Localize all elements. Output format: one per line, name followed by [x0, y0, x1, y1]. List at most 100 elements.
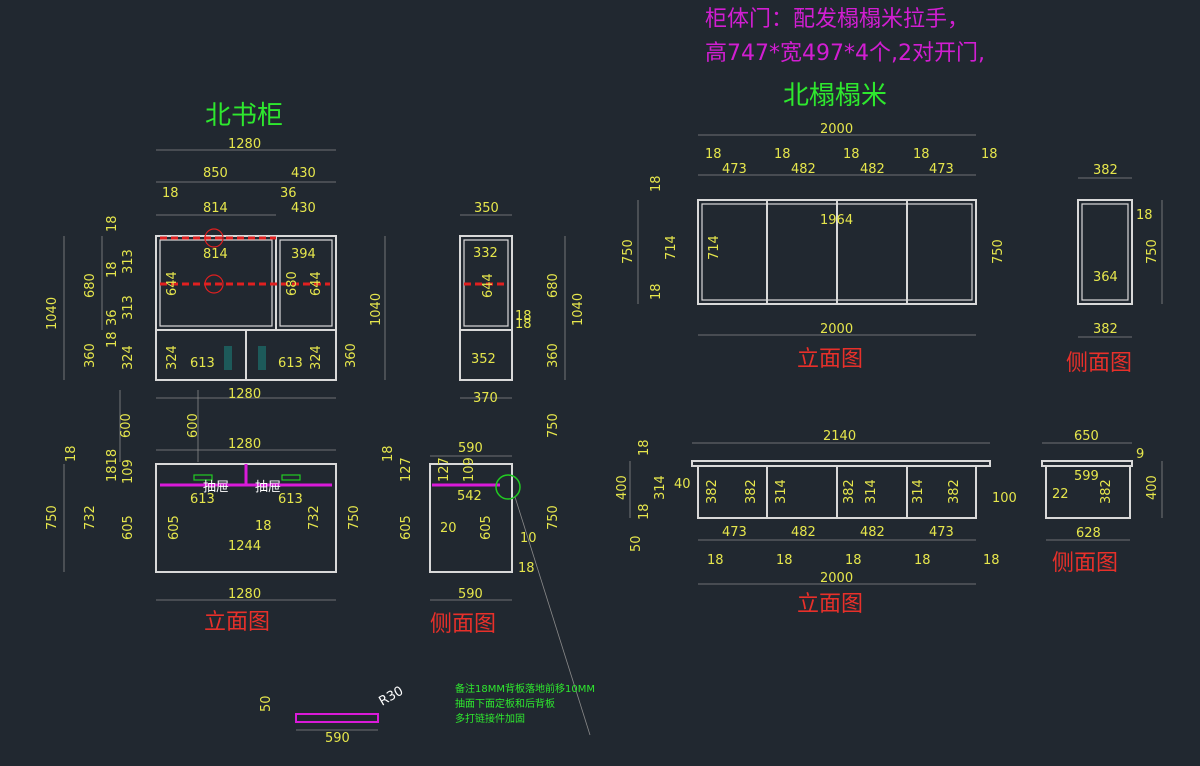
svg-text:750: 750: [45, 505, 60, 530]
svg-text:18: 18: [515, 317, 532, 332]
svg-text:473: 473: [722, 525, 747, 540]
svg-text:482: 482: [791, 162, 816, 177]
install-note: 备注18MM背板落地前移10MM 抽面下面定板和后背板 多打链接件加固: [455, 682, 595, 725]
svg-text:22: 22: [1052, 487, 1069, 502]
svg-text:50: 50: [259, 695, 274, 712]
svg-text:36: 36: [105, 309, 120, 326]
svg-text:18: 18: [105, 215, 120, 232]
svg-text:750: 750: [546, 413, 561, 438]
svg-text:18: 18: [105, 261, 120, 278]
svg-text:1280: 1280: [228, 437, 261, 452]
svg-text:20: 20: [440, 521, 457, 536]
svg-text:18: 18: [983, 553, 1000, 568]
drawer-label-left: 抽屉: [203, 480, 229, 495]
svg-text:750: 750: [347, 505, 362, 530]
svg-text:750: 750: [991, 239, 1006, 264]
svg-text:18: 18: [705, 147, 722, 162]
bookcase-lower-side-dims: 590 18 127 127 109 542 605 20 605 10 750…: [381, 441, 561, 602]
svg-text:605: 605: [399, 515, 414, 540]
svg-text:50: 50: [629, 535, 644, 552]
svg-text:313: 313: [121, 295, 136, 320]
svg-text:732: 732: [307, 505, 322, 530]
svg-text:680: 680: [546, 273, 561, 298]
svg-text:382: 382: [705, 479, 720, 504]
svg-text:36: 36: [280, 186, 297, 201]
svg-text:370: 370: [473, 391, 498, 406]
svg-text:600: 600: [119, 413, 134, 438]
label-tatami-base-side: 侧面图: [1052, 551, 1118, 576]
svg-text:1040: 1040: [45, 297, 60, 330]
svg-text:605: 605: [167, 515, 182, 540]
svg-text:650: 650: [1074, 429, 1099, 444]
svg-text:9: 9: [1136, 447, 1144, 462]
svg-text:590: 590: [325, 731, 350, 746]
svg-text:732: 732: [83, 505, 98, 530]
svg-text:1964: 1964: [820, 213, 853, 228]
svg-text:18: 18: [162, 186, 179, 201]
title-north-tatami: 北榻榻米: [783, 81, 887, 111]
svg-text:40: 40: [674, 477, 691, 492]
svg-text:613: 613: [278, 492, 303, 507]
svg-text:382: 382: [842, 479, 857, 504]
svg-text:599: 599: [1074, 469, 1099, 484]
svg-text:324: 324: [165, 345, 180, 370]
bookcase-lower-dims: 1280 18 1818 109 750 732 605 613 613 18 …: [45, 437, 362, 602]
svg-text:127: 127: [437, 457, 452, 482]
svg-text:18: 18: [381, 445, 396, 462]
tatami-base-side: [1041, 460, 1133, 519]
svg-text:542: 542: [457, 489, 482, 504]
svg-text:814: 814: [203, 201, 228, 216]
svg-text:18: 18: [707, 553, 724, 568]
tatami-side: [1077, 199, 1133, 305]
bookcase-lower-side: [429, 463, 591, 736]
svg-text:18: 18: [637, 439, 652, 456]
svg-text:352: 352: [471, 352, 496, 367]
tatami-base-elevation: [691, 460, 991, 519]
svg-text:473: 473: [929, 162, 954, 177]
svg-text:360: 360: [344, 343, 359, 368]
svg-text:100: 100: [992, 491, 1017, 506]
svg-text:18: 18: [105, 331, 120, 348]
svg-text:18: 18: [914, 553, 931, 568]
door-spec-line2: 高747*宽497*4个,2对开门,: [705, 41, 985, 66]
title-north-bookcase: 北书柜: [205, 101, 283, 131]
svg-text:1244: 1244: [228, 539, 261, 554]
svg-text:1280: 1280: [228, 387, 261, 402]
svg-text:605: 605: [121, 515, 136, 540]
label-bookcase-elevation: 立面图: [204, 610, 270, 635]
door-spec-line1: 柜体门：配发榻榻米拉手，: [705, 7, 969, 32]
svg-text:1040: 1040: [369, 293, 384, 326]
svg-text:430: 430: [291, 166, 316, 181]
tatami-side-dims: 382 18 750 364 382: [1078, 163, 1163, 338]
svg-text:482: 482: [860, 162, 885, 177]
svg-text:644: 644: [309, 271, 324, 296]
svg-text:644: 644: [165, 271, 180, 296]
svg-text:314: 314: [653, 475, 668, 500]
svg-text:1818: 1818: [105, 449, 120, 482]
svg-text:18: 18: [649, 283, 664, 300]
svg-text:382: 382: [947, 479, 962, 504]
svg-text:613: 613: [190, 356, 215, 371]
svg-text:313: 313: [121, 249, 136, 274]
svg-text:1280: 1280: [228, 587, 261, 602]
svg-text:680: 680: [285, 271, 300, 296]
svg-text:314: 314: [864, 479, 879, 504]
svg-text:18: 18: [913, 147, 930, 162]
svg-text:382: 382: [744, 479, 759, 504]
svg-text:抽面下面定板和后背板: 抽面下面定板和后背板: [455, 697, 555, 710]
svg-text:18: 18: [64, 445, 79, 462]
svg-text:850: 850: [203, 166, 228, 181]
svg-text:714: 714: [707, 235, 722, 260]
svg-text:备注18MM背板落地前移10MM: 备注18MM背板落地前移10MM: [455, 682, 595, 695]
svg-text:350: 350: [474, 201, 499, 216]
svg-text:814: 814: [203, 247, 228, 262]
svg-text:430: 430: [291, 201, 316, 216]
tatami-elevation: [697, 199, 977, 305]
dim-bc-width-total: 1280: [228, 137, 261, 152]
tatami-base-side-dims: 650 9 599 400 22 382 628: [1042, 429, 1163, 541]
svg-text:2000: 2000: [820, 322, 853, 337]
bookcase-upper-side: [459, 235, 513, 381]
svg-text:382: 382: [1093, 322, 1118, 337]
